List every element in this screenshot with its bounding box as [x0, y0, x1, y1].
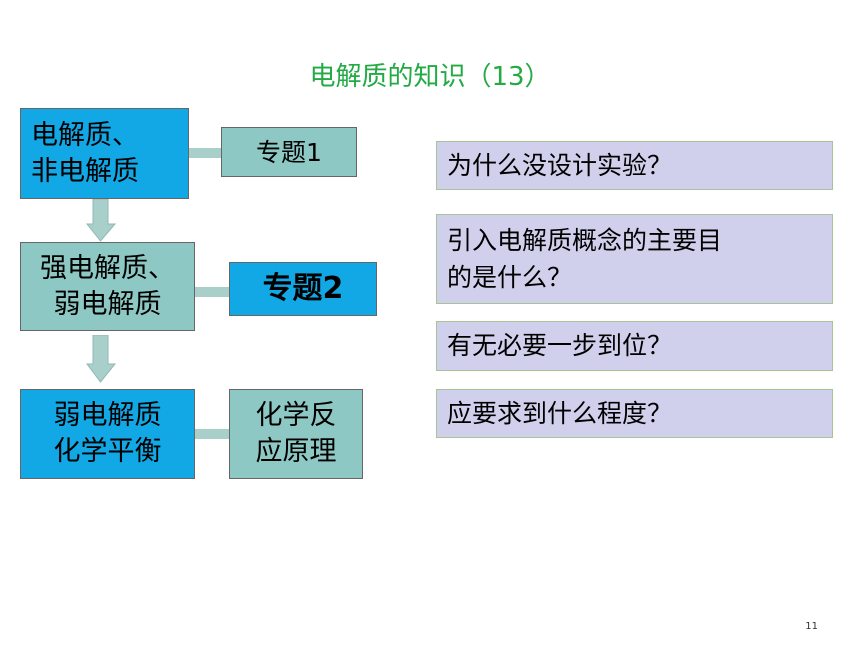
- down-arrow: [86, 199, 116, 242]
- question-line: 有无必要一步到位？: [447, 331, 673, 361]
- question-line: 应要求到什么程度？: [447, 398, 673, 428]
- question-line: 的是什么？: [447, 263, 573, 292]
- concept-line: 电解质、: [31, 119, 139, 151]
- question-box-4: 应要求到什么程度？: [436, 389, 833, 438]
- connector: [189, 148, 221, 158]
- slide-title: 电解质的知识（13）: [309, 62, 551, 92]
- question-box-1: 为什么没设计实验？: [436, 141, 833, 190]
- topic-box-3: 化学反 应原理: [229, 389, 363, 479]
- topic-label: 化学反: [255, 400, 337, 432]
- topic-box-1: 专题1: [221, 127, 357, 177]
- concept-line: 弱电解质: [53, 400, 162, 432]
- question-box-2: 引入电解质概念的主要目 的是什么？: [436, 214, 833, 304]
- page-number: 11: [805, 621, 818, 632]
- connector: [195, 287, 229, 297]
- concept-line: 化学平衡: [53, 436, 162, 467]
- concept-box-electrolyte: 电解质、 非电解质: [20, 108, 189, 199]
- question-line: 引入电解质概念的主要目: [447, 225, 723, 255]
- topic-label: 专题2: [262, 271, 344, 307]
- concept-box-strong-weak: 强电解质、 弱电解质: [20, 242, 195, 331]
- connector: [195, 429, 229, 439]
- concept-line: 强电解质、: [40, 252, 175, 284]
- topic-box-2: 专题2: [229, 262, 377, 316]
- topic-label: 应原理: [255, 436, 337, 467]
- concept-box-weak-equilibrium: 弱电解质 化学平衡: [20, 389, 195, 479]
- topic-label: 专题1: [256, 137, 322, 167]
- question-box-3: 有无必要一步到位？: [436, 321, 833, 371]
- concept-line: 弱电解质: [53, 288, 162, 320]
- down-arrow: [86, 335, 116, 383]
- question-line: 为什么没设计实验？: [447, 150, 673, 180]
- concept-line: 非电解质: [31, 155, 139, 187]
